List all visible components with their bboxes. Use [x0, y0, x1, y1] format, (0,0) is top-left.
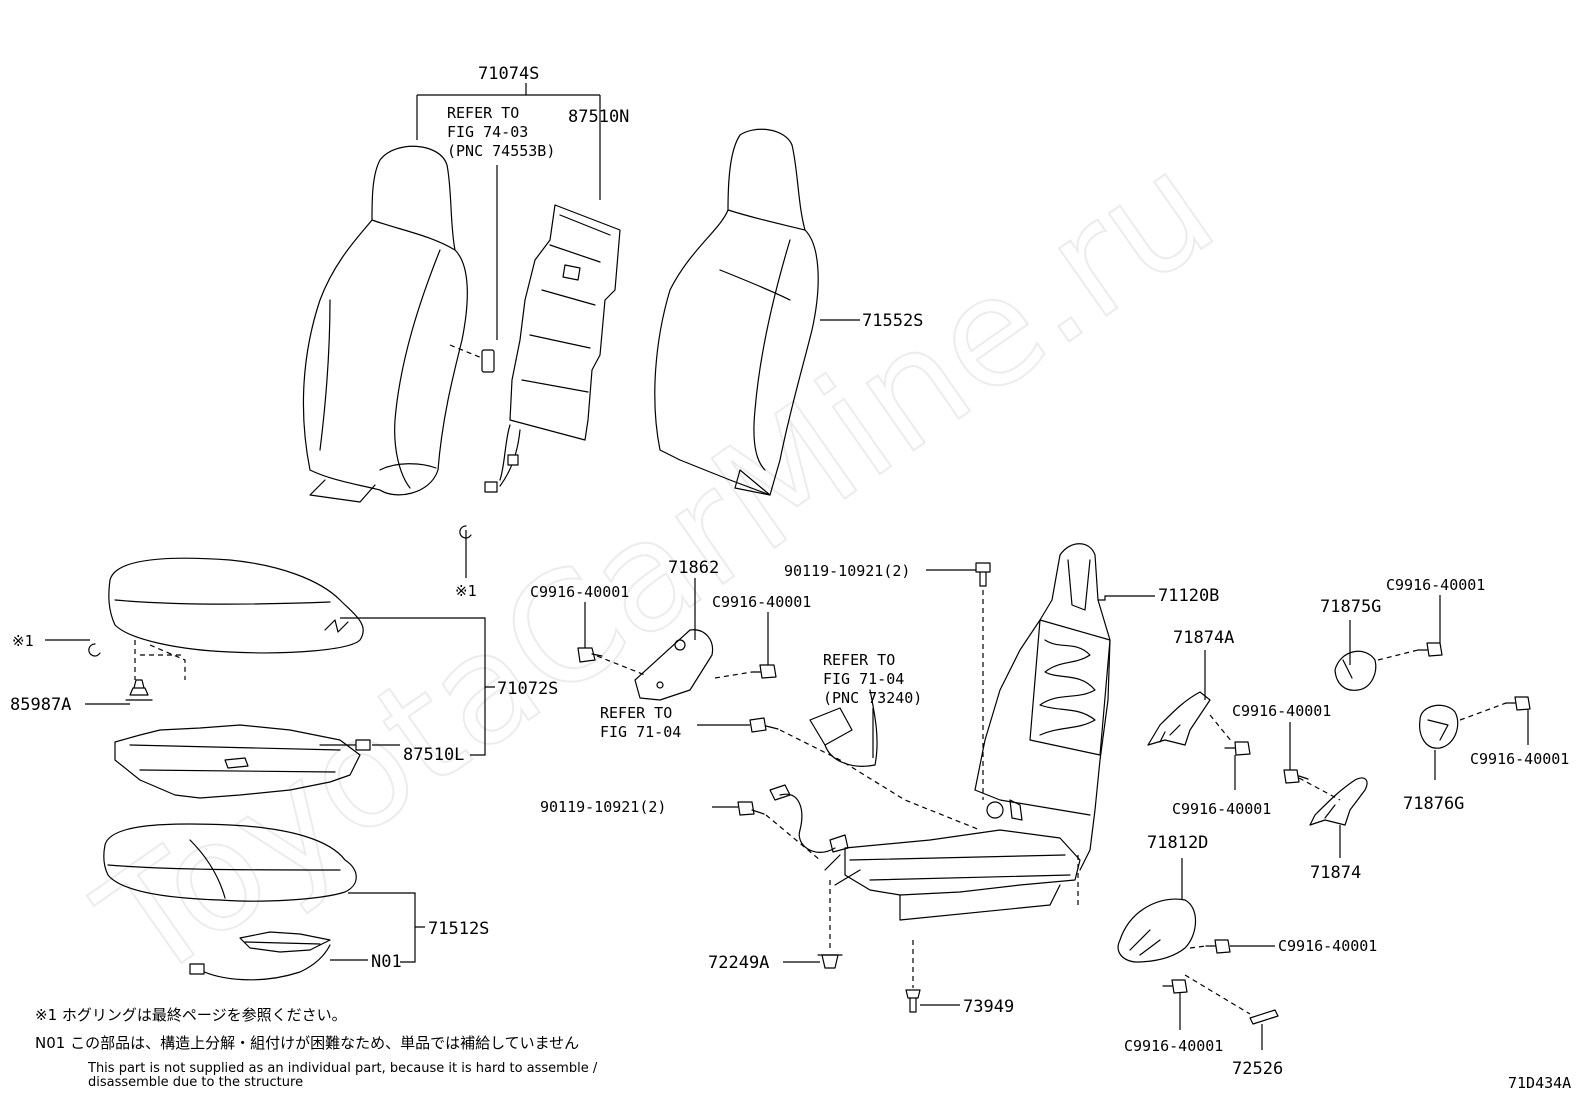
label-c9916-h: C9916-40001 [1124, 1037, 1223, 1055]
push-fastener-85987A [125, 679, 153, 701]
label-85987A: 85987A [10, 695, 71, 715]
note-n01: N01 この部品は、構造上分解・組付けが困難なため、単品では補給していません [35, 1034, 580, 1052]
label-c9916-b: C9916-40001 [712, 593, 811, 611]
part-labels: 71074S 87510N 71552S 71072S 87510L 85987… [10, 64, 1571, 1092]
label-72249A: 72249A [708, 953, 769, 973]
leader-lines [45, 83, 1529, 1050]
bracket-71862 [634, 629, 714, 701]
seat-cushion-cover [108, 557, 364, 680]
label-c9916-c: C9916-40001 [1172, 800, 1271, 818]
label-c9916-g: C9916-40001 [1278, 937, 1377, 955]
label-71862: 71862 [668, 558, 719, 578]
label-87510L: 87510L [403, 745, 464, 765]
refer-r1-line3: (PNC 74553B) [447, 142, 555, 160]
note-en-line2: disassemble due to the structure [88, 1075, 304, 1090]
refer-r1-line2: FIG 74-03 [447, 123, 528, 141]
note-hog-ring: ※1 ホグリングは最終ページを参照ください。 [35, 1006, 347, 1024]
refer-r2-line3: (PNC 73240) [823, 689, 922, 707]
seat-cushion-pad [103, 823, 357, 902]
label-71074S: 71074S [478, 64, 539, 84]
label-bolt-90119-left: 90119-10921(2) [540, 798, 666, 816]
label-73949: 73949 [963, 997, 1014, 1017]
seat-frame [824, 543, 1111, 921]
label-71552S: 71552S [862, 311, 923, 331]
cushion-heater-element-N01 [189, 931, 331, 981]
label-71812D: 71812D [1147, 833, 1208, 853]
refer-r2-line2: FIG 71-04 [823, 670, 904, 688]
refer-r3-line1: REFER TO [600, 704, 672, 722]
label-71874A: 71874A [1173, 628, 1234, 648]
note-en-line1: This part is not supplied as an individu… [88, 1061, 598, 1076]
figure-code: 71D434A [1508, 1074, 1571, 1092]
seatback-heater [484, 204, 621, 493]
refer-r3-line2: FIG 71-04 [600, 723, 681, 741]
label-71874: 71874 [1310, 863, 1361, 883]
refer-fig-71-04-pnc: REFER TO FIG 71-04 (PNC 73240) [823, 651, 922, 707]
label-c9916-f: C9916-40001 [1232, 702, 1331, 720]
label-c9916-e: C9916-40001 [1470, 750, 1569, 768]
seatback-pad [654, 128, 819, 496]
label-N01: N01 [371, 952, 402, 972]
refer-r1-line1: REFER TO [447, 104, 519, 122]
label-bolt-90119-top: 90119-10921(2) [784, 562, 910, 580]
label-mark1-left: ※1 [12, 632, 34, 650]
label-mark1-top: ※1 [455, 582, 477, 600]
label-71072S: 71072S [497, 679, 558, 699]
refer-fig-74-03: REFER TO FIG 74-03 (PNC 74553B) [447, 104, 555, 160]
label-87510N: 87510N [568, 107, 629, 127]
label-c9916-d: C9916-40001 [1386, 576, 1485, 594]
label-72526: 72526 [1232, 1059, 1283, 1079]
label-71876G: 71876G [1403, 794, 1464, 814]
seat-belt-buckle [769, 689, 878, 853]
label-71875G: 71875G [1320, 597, 1381, 617]
seat-cushion-heater [114, 724, 371, 799]
assembly-lines [596, 590, 1507, 1015]
cover-71876G [1419, 704, 1459, 749]
cover-71812D [1117, 898, 1197, 963]
cover-71875G [1334, 650, 1377, 691]
refer-r2-line1: REFER TO [823, 651, 895, 669]
label-c9916-a: C9916-40001 [530, 583, 629, 601]
refer-fig-71-04: REFER TO FIG 71-04 [600, 704, 681, 741]
label-71512S: 71512S [428, 919, 489, 939]
label-71120B: 71120B [1158, 586, 1219, 606]
seatback-cover [302, 145, 495, 503]
fasteners [88, 525, 1531, 1025]
cover-71874 [1309, 777, 1368, 826]
cover-71874A [1147, 691, 1211, 746]
